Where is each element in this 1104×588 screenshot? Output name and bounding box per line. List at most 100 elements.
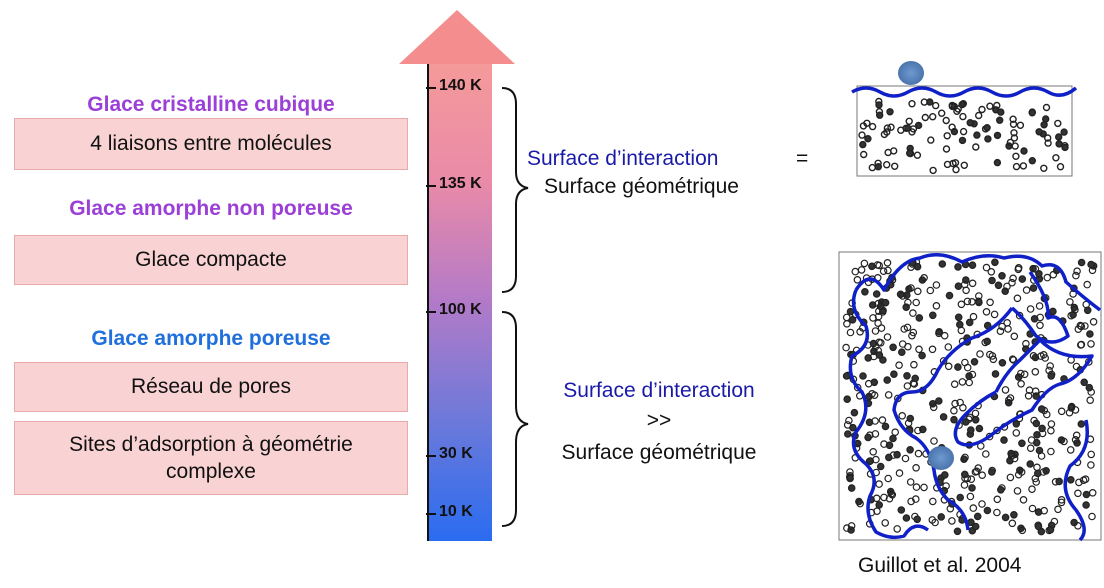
water-molecule-icon <box>908 99 916 108</box>
water-molecule-icon <box>861 287 869 296</box>
water-molecule-icon <box>993 158 1002 167</box>
water-molecule-icon <box>1043 273 1052 282</box>
tick-mark-100 <box>426 311 436 313</box>
water-molecule-icon <box>843 421 852 429</box>
water-molecule-icon <box>1046 525 1055 534</box>
water-molecule-icon <box>1026 460 1035 468</box>
water-molecule-icon <box>1014 470 1023 479</box>
water-molecule-icon <box>1028 156 1037 165</box>
water-molecule-icon <box>895 361 903 370</box>
water-molecule-icon <box>1065 408 1074 417</box>
water-molecule-icon <box>859 140 867 149</box>
water-molecule-icon <box>987 468 996 476</box>
water-molecule-icon <box>926 286 935 295</box>
water-molecule-icon <box>934 397 943 405</box>
water-molecule-icon <box>1001 513 1010 522</box>
water-molecule-icon <box>965 413 974 422</box>
water-molecule-icon <box>900 325 909 333</box>
water-molecule-icon <box>978 500 986 508</box>
water-molecule-icon <box>883 160 891 169</box>
water-molecule-icon <box>1009 120 1018 129</box>
water-molecule-icon <box>943 160 952 169</box>
water-molecule-icon <box>1016 369 1025 378</box>
water-molecule-icon <box>883 124 892 132</box>
water-molecule-icon <box>906 414 915 423</box>
water-molecule-icon <box>912 463 920 472</box>
water-molecule-icon <box>1036 321 1044 330</box>
water-molecule-icon <box>1042 103 1051 112</box>
water-molecule-icon <box>960 470 969 479</box>
water-molecule-icon <box>1046 362 1055 370</box>
water-molecule-icon <box>1020 147 1028 155</box>
water-molecule-icon <box>1049 307 1057 316</box>
water-molecule-icon <box>842 372 851 380</box>
water-molecule-icon <box>873 507 881 516</box>
water-molecule-icon <box>997 108 1005 116</box>
water-molecule-icon <box>903 371 911 380</box>
water-molecule-icon <box>966 426 975 434</box>
water-molecule-icon <box>1047 372 1056 380</box>
water-molecule-icon <box>1043 410 1051 419</box>
water-molecule-icon <box>879 356 887 364</box>
water-molecule-icon <box>883 376 892 384</box>
water-molecule-icon <box>996 116 1004 124</box>
water-molecule-icon <box>850 408 859 417</box>
water-molecule-icon <box>975 424 984 433</box>
water-molecule-icon <box>914 121 923 130</box>
water-molecule-icon <box>983 123 991 132</box>
water-molecule-icon <box>1037 352 1045 360</box>
water-molecule-icon <box>921 113 929 122</box>
water-molecule-icon <box>914 449 923 458</box>
water-molecule-icon <box>1013 294 1022 303</box>
water-molecule-icon <box>985 350 994 359</box>
water-molecule-icon <box>1054 119 1062 128</box>
water-molecule-icon <box>1035 302 1044 310</box>
heading-crystalline-ice: Glace cristalline cubique <box>87 93 335 116</box>
water-molecule-icon <box>959 403 967 412</box>
water-molecule-icon <box>1037 452 1046 460</box>
tick-mark-10 <box>426 513 436 515</box>
water-molecule-icon <box>950 380 959 389</box>
water-molecule-icon <box>875 101 883 109</box>
water-molecule-icon <box>1018 439 1026 448</box>
water-molecule-icon <box>1009 274 1017 283</box>
water-molecule-icon <box>873 261 882 269</box>
water-molecule-icon <box>1077 322 1086 331</box>
water-molecule-icon <box>881 422 890 431</box>
water-molecule-icon <box>864 134 872 143</box>
water-molecule-icon <box>1028 485 1036 494</box>
water-molecule-icon <box>926 98 934 106</box>
water-molecule-icon <box>906 149 914 158</box>
water-molecule-icon <box>986 298 994 307</box>
water-molecule-icon <box>1054 133 1063 141</box>
water-molecule-icon <box>1072 431 1081 440</box>
water-molecule-icon <box>1057 498 1066 507</box>
water-molecule-icon <box>913 262 922 271</box>
water-molecule-icon <box>982 307 991 316</box>
citation: Guillot et al. 2004 <box>858 554 1022 577</box>
water-molecule-icon <box>968 279 977 288</box>
water-molecule-icon <box>872 455 880 464</box>
water-molecule-icon <box>1017 379 1025 388</box>
water-molecule-icon <box>1019 162 1028 170</box>
water-molecule-icon <box>1055 140 1063 148</box>
water-molecule-icon <box>1012 419 1021 428</box>
water-molecule-icon <box>877 324 886 332</box>
water-molecule-icon <box>1012 162 1021 171</box>
water-molecule-icon <box>1022 339 1030 348</box>
water-molecule-icon <box>881 298 890 307</box>
water-molecule-icon <box>975 111 983 120</box>
water-molecule-icon <box>963 363 972 372</box>
water-molecule-icon <box>915 314 924 322</box>
water-molecule-icon <box>1086 330 1094 338</box>
water-molecule-icon <box>1066 298 1074 306</box>
water-molecule-icon <box>978 471 987 480</box>
water-molecule-icon <box>884 391 893 399</box>
water-molecule-icon <box>1069 290 1077 298</box>
water-molecule-icon <box>991 258 999 267</box>
water-molecule-icon <box>1039 468 1048 476</box>
water-molecule-icon <box>915 345 923 354</box>
water-molecule-icon <box>848 315 857 324</box>
water-molecule-icon <box>911 374 920 383</box>
water-molecule-icon <box>942 482 950 490</box>
